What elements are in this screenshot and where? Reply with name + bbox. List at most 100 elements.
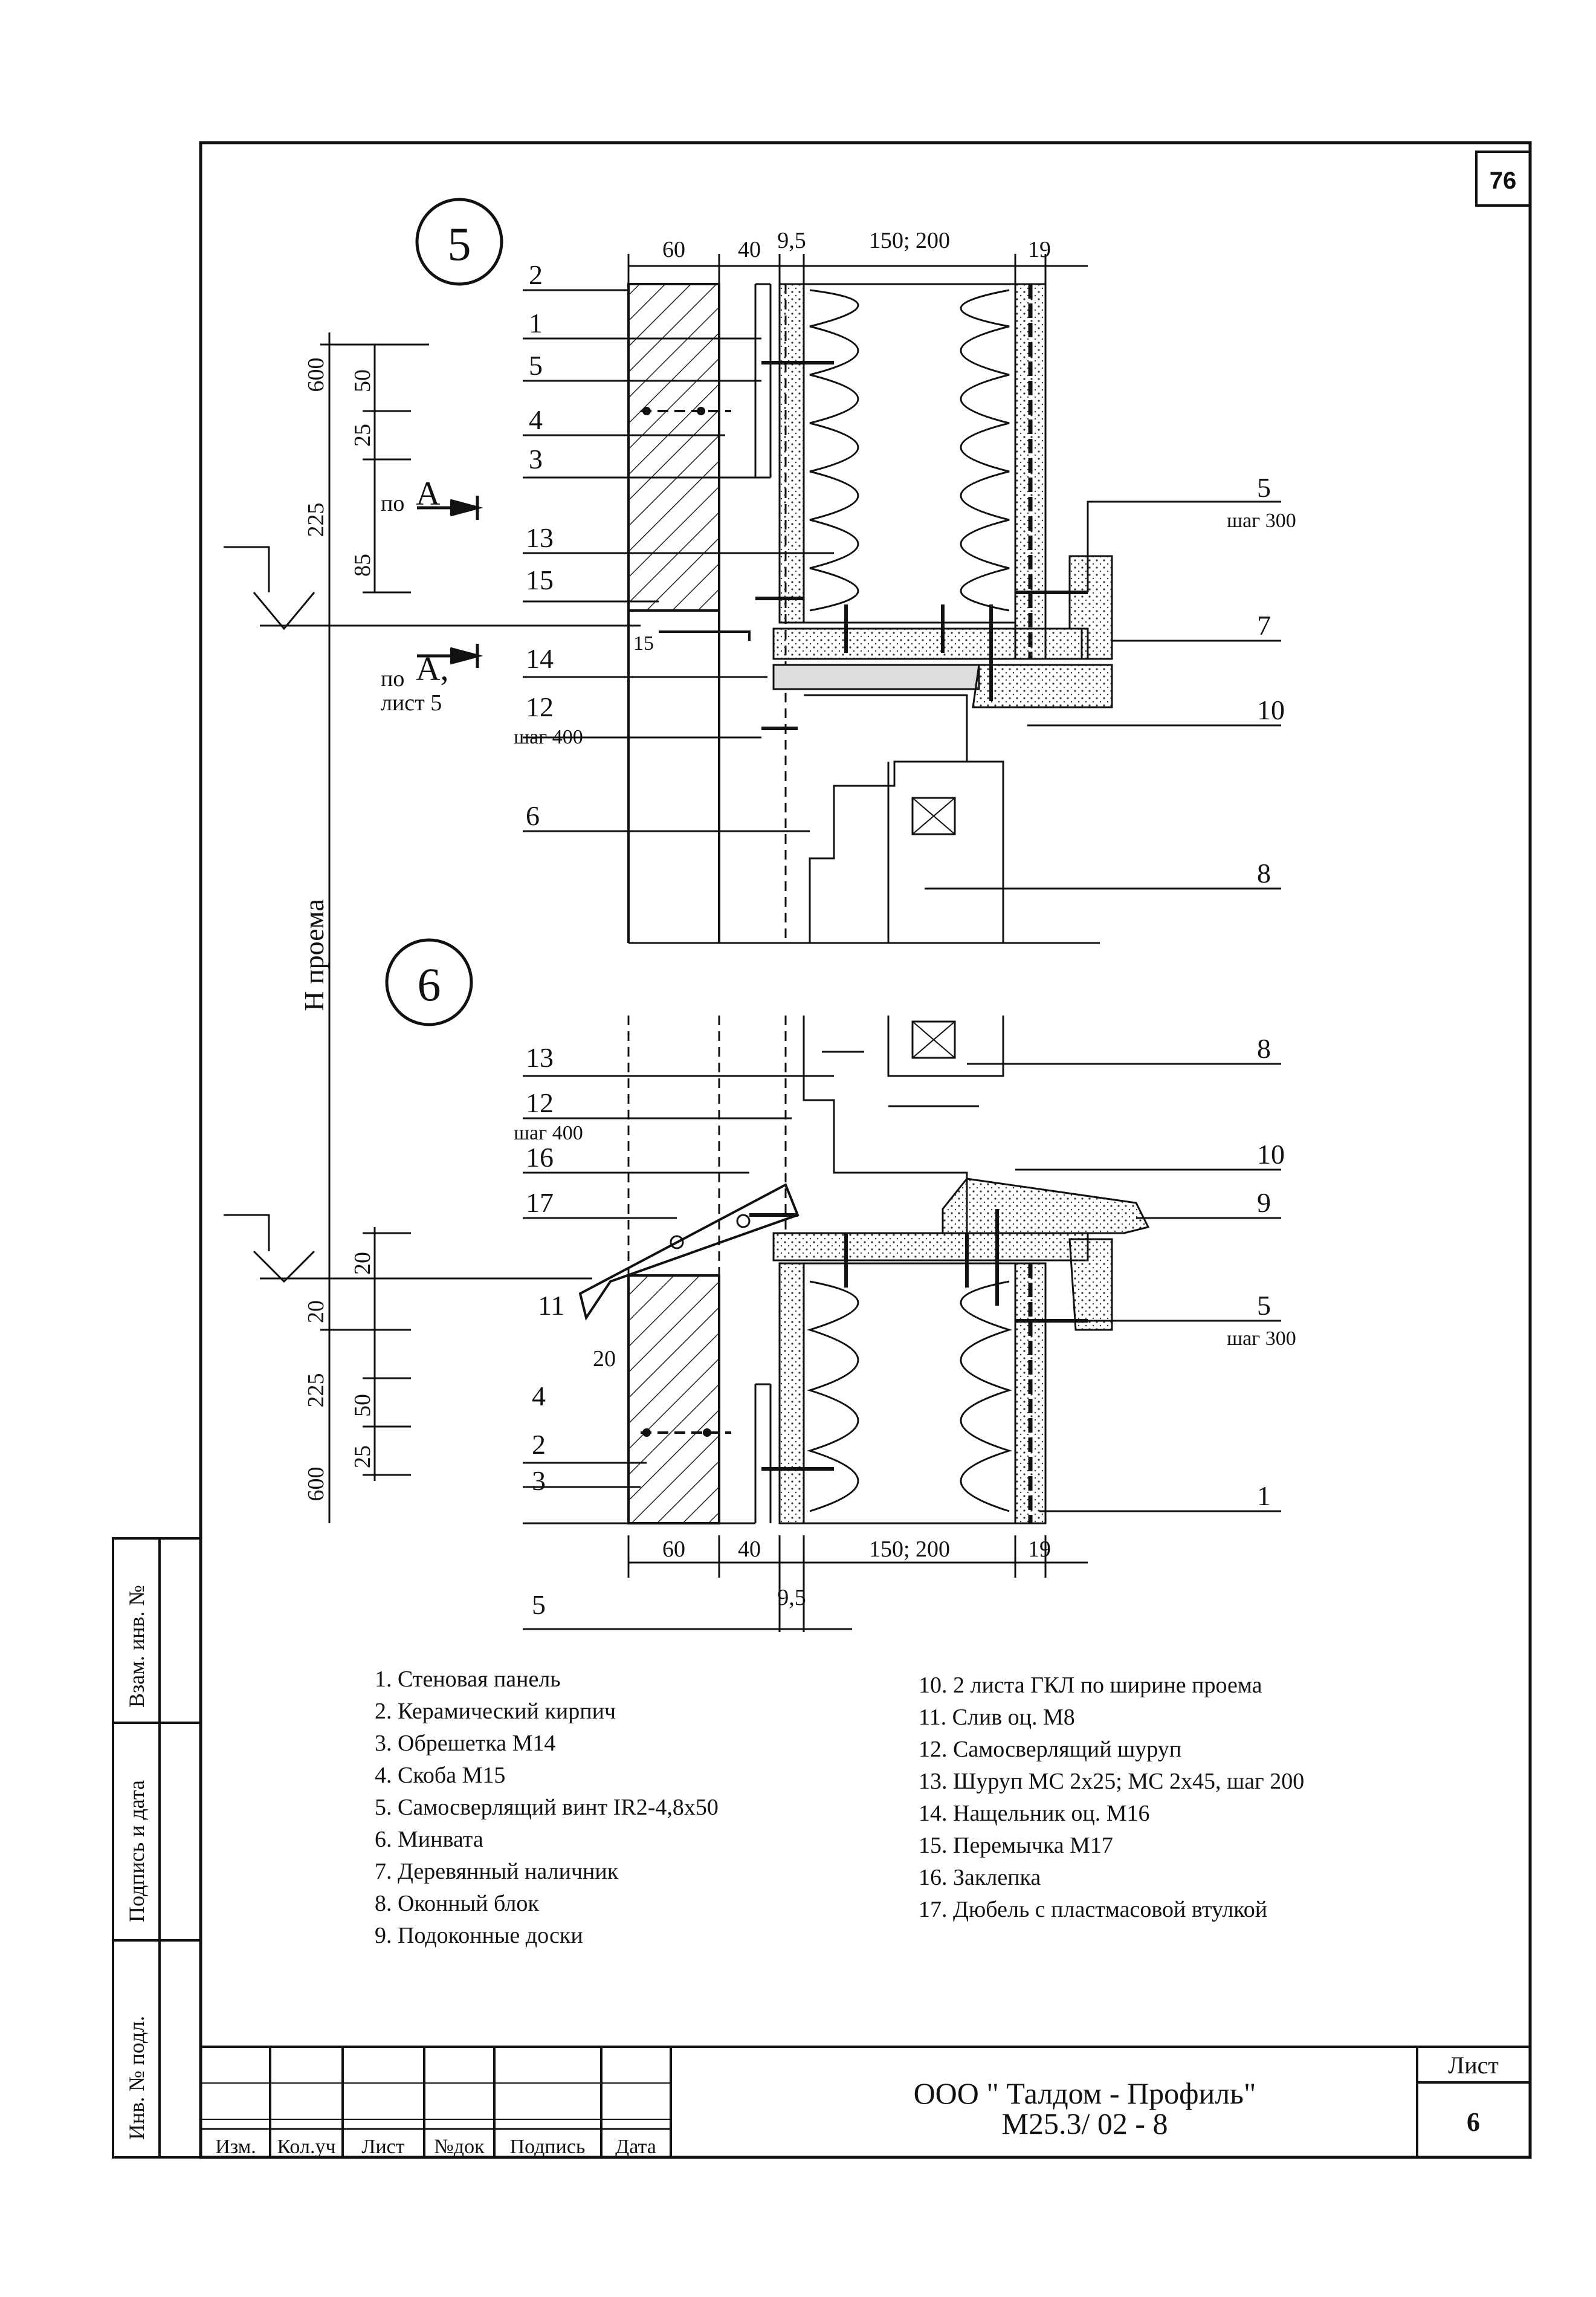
tb-sheet-number: 6 (1467, 2107, 1480, 2137)
insulation-wave-5 (809, 289, 1010, 612)
callout-6r-10: 10 (1257, 1139, 1285, 1170)
section-a2-sheet: лист 5 (381, 690, 442, 716)
legend-item-3: 3. Обрешетка М14 (375, 1731, 555, 1756)
leaders-left-5 (523, 289, 834, 832)
callout-5-14: 14 (526, 643, 554, 674)
callout-6r-1: 1 (1257, 1480, 1271, 1511)
brick-wall-5 (627, 283, 720, 612)
dim-left-50: 50 (350, 369, 375, 392)
callout-6r-5-note: шаг 300 (1227, 1327, 1296, 1350)
glazing-bead-5 (911, 797, 956, 835)
callout-5-15: 15 (526, 565, 554, 595)
stamp-inv-original: Инв. № подл. (124, 2016, 149, 2140)
brick-wall-5-lower (627, 611, 720, 943)
tb-col-izm: Изм. (215, 2136, 256, 2158)
callout-5r-8: 8 (1257, 858, 1271, 889)
side-stamp (112, 1537, 202, 2159)
callout-5r-5-note: шаг 300 (1227, 510, 1296, 532)
leaders-right-6 (967, 1063, 1281, 1512)
tb-col-ndoc: №док (434, 2136, 485, 2158)
callout-5-1: 1 (529, 308, 543, 339)
callout-5-4: 4 (529, 404, 543, 435)
callout-6-2: 2 (532, 1429, 546, 1460)
dim-chain-bottom-6 (627, 1535, 1088, 1632)
detail-6-circle (385, 938, 473, 1026)
section-a2-letter: А, (416, 650, 448, 688)
sill-board-6 (942, 1178, 1150, 1234)
level-mark-6 (224, 1214, 315, 1283)
legend-item-11: 11. Слив оц. М8 (919, 1705, 1075, 1730)
dim6-left-20a: 20 (350, 1252, 375, 1275)
dim6-bottom-40: 40 (738, 1537, 761, 1562)
callout-6-13: 13 (526, 1042, 554, 1073)
gkl-sheets-5 (772, 627, 1089, 660)
dim6-bottom-150-200: 150; 200 (869, 1537, 950, 1562)
legend-item-6: 6. Минвата (375, 1827, 483, 1852)
legend-item-16: 16. Заклепка (919, 1865, 1041, 1890)
callout-6-11: 11 (538, 1290, 564, 1321)
legend-item-1: 1. Стеновая панель (375, 1667, 561, 1692)
screws-6 (749, 1209, 1088, 1471)
dim6-bottom-9-5: 9,5 (777, 1585, 806, 1610)
tb-col-kolvo: Кол.уч (277, 2136, 335, 2158)
dim6-small-20: 20 (593, 1346, 616, 1372)
casing-6 (1068, 1238, 1113, 1331)
callout-6r-9: 9 (1257, 1187, 1271, 1218)
legend-item-12: 12. Самосверлящий шуруп (919, 1737, 1181, 1762)
legend: 1. Стеновая панель 2. Керамический кирпи… (375, 1667, 1304, 1948)
battens-6 (754, 1383, 772, 1523)
callout-5-5: 5 (529, 350, 543, 381)
legend-item-4: 4. Скоба М15 (375, 1763, 505, 1788)
callout-5-2: 2 (529, 259, 543, 290)
drip-flashing-6 (578, 1183, 800, 1321)
brick-wall-6 (627, 1274, 720, 1524)
legend-item-13: 13. Шуруп МС 2х25; МС 2х45, шаг 200 (919, 1769, 1304, 1794)
stamp-replaced-inv: Взам. инв. № (124, 1585, 149, 1708)
tb-drawing-code: М25.3/ 02 - 8 (1002, 2107, 1168, 2140)
callout-5-3: 3 (529, 444, 543, 475)
title-block (201, 2046, 1530, 2157)
lintel-5 (659, 630, 751, 641)
dim-left-25: 25 (350, 424, 375, 447)
wood-casing-5 (1068, 555, 1113, 660)
dim-chain-left-5 (320, 332, 429, 629)
tb-col-signature: Подпись (510, 2136, 586, 2158)
dim-top-150-200: 150; 200 (869, 228, 950, 253)
detail-5-circle (415, 198, 503, 286)
dim-left-600: 600 (303, 358, 329, 392)
legend-item-7: 7. Деревянный наличник (375, 1859, 619, 1884)
detail-6: 6 (224, 938, 1296, 1632)
dim6-left-25: 25 (350, 1445, 375, 1468)
callout-6-16: 16 (526, 1142, 554, 1173)
detail-5: 5 (224, 198, 1296, 944)
dim-top-60: 60 (662, 237, 685, 262)
callout-5r-10: 10 (1257, 695, 1285, 725)
dim6-bottom-60: 60 (662, 1537, 685, 1562)
dim-left-85: 85 (350, 554, 375, 577)
insulation-wave-6 (806, 1280, 1013, 1512)
callout-6-12-note: шаг 400 (514, 1122, 583, 1144)
legend-item-17: 17. Дюбель с пластмасовой втулкой (919, 1897, 1267, 1922)
opening-height-label: Н проема (299, 899, 329, 1011)
legend-item-9: 9. Подоконные доски (375, 1923, 583, 1948)
legend-item-15: 15. Перемычка М17 (919, 1833, 1113, 1858)
dim-top-19: 19 (1028, 237, 1051, 262)
glazing-bead-6 (911, 1020, 956, 1059)
tb-col-list: Лист (361, 2136, 404, 2158)
legend-item-14: 14. Нащельник оц. М16 (919, 1801, 1150, 1826)
dim-top-9-5: 9,5 (777, 228, 806, 253)
callout-5-12: 12 (526, 692, 554, 722)
callout-5r-5: 5 (1257, 472, 1271, 503)
dim-chain-left-6 (320, 1227, 411, 1523)
window-frame-6 (803, 1016, 1004, 1233)
legend-item-2: 2. Керамический кирпич (375, 1699, 616, 1724)
window-frame-5 (804, 694, 1004, 943)
section-a2-po: по (381, 666, 404, 692)
dim-left-225: 225 (303, 503, 329, 537)
section-a1-po: по (381, 491, 404, 516)
leaders-right-5 (925, 501, 1281, 890)
section-arrow-a1 (417, 496, 483, 520)
tb-col-date: Дата (615, 2136, 656, 2158)
legend-item-5: 5. Самосверлящий винт IR2-4,8x50 (375, 1795, 719, 1820)
